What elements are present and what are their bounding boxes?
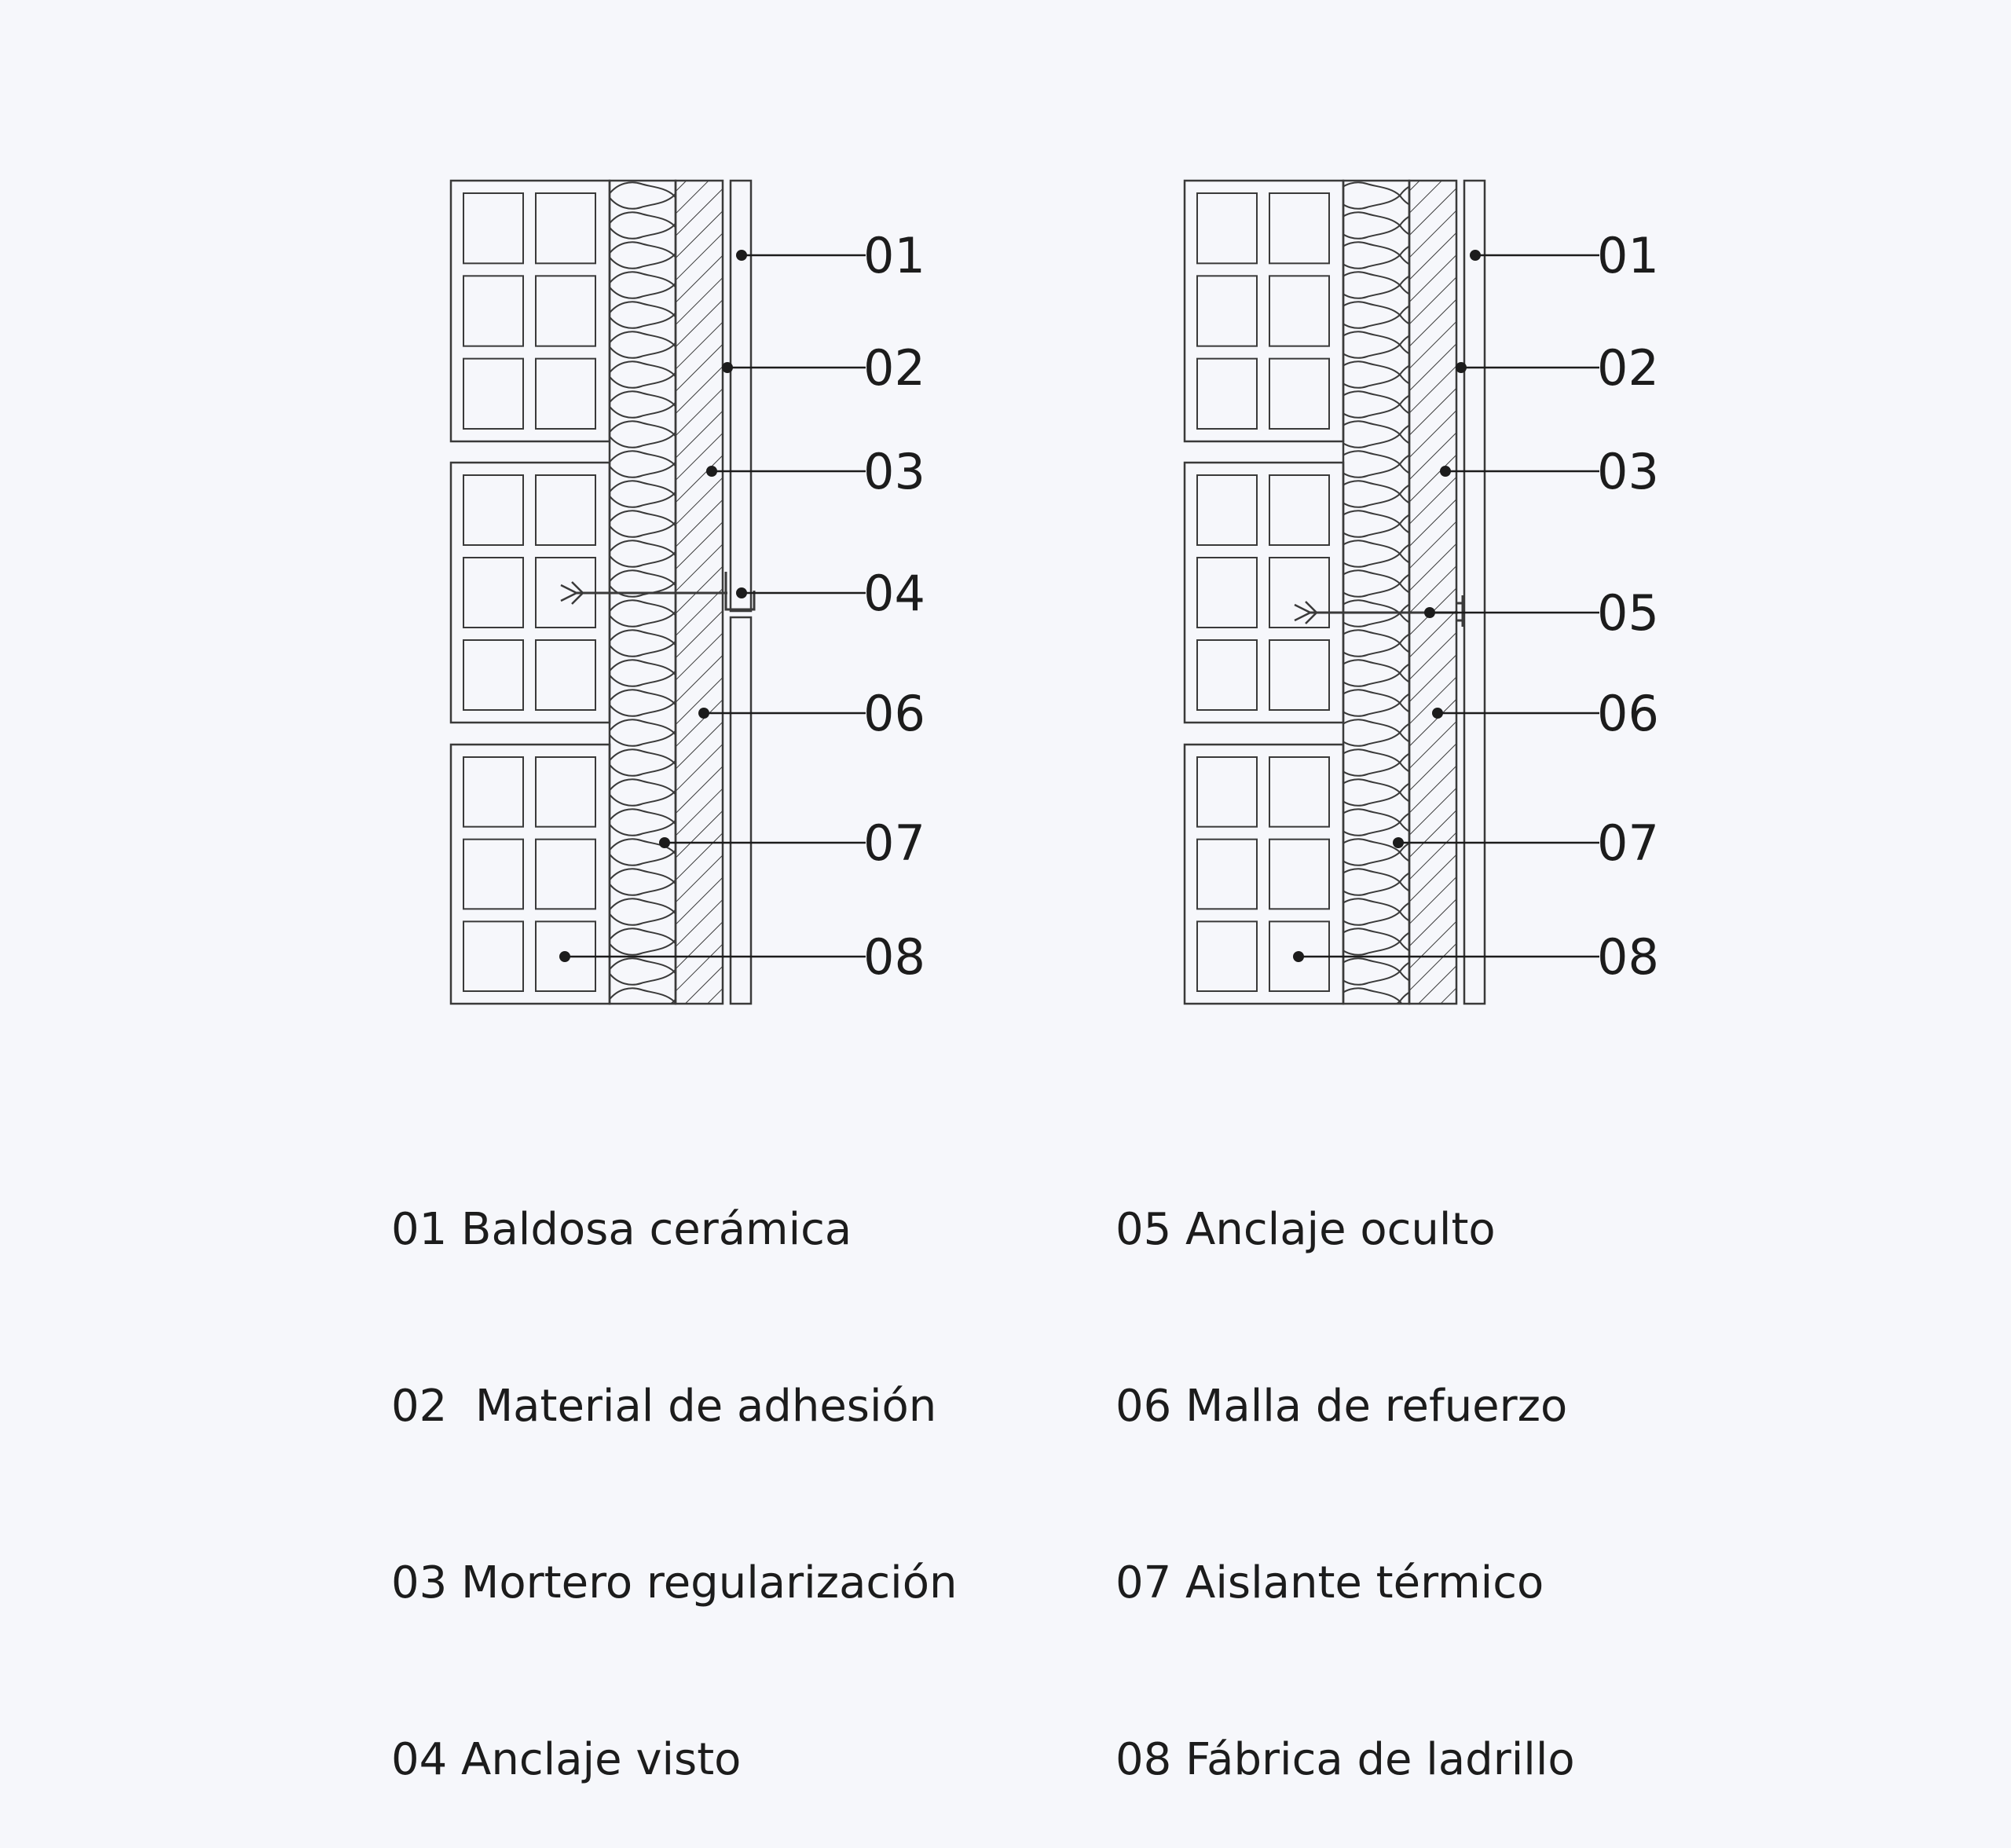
brick-unit — [1183, 461, 1345, 724]
callout-dot — [1456, 362, 1467, 373]
callout-label-08: 08 — [863, 928, 925, 986]
callout-dot — [722, 362, 733, 373]
anchor-plug — [560, 581, 584, 605]
visible-anchor-clip — [724, 572, 756, 611]
brick-cell — [1269, 557, 1330, 628]
callout-label-01: 01 — [1597, 227, 1659, 284]
brick-cell — [535, 474, 596, 546]
brick-cell — [1269, 357, 1330, 430]
legend-right: 05 Anclaje oculto 06 Malla de refuerzo 0… — [1115, 1082, 1575, 1848]
brick-cell — [535, 357, 596, 430]
brick-cell — [1269, 756, 1330, 828]
construction-section-drawing: 01 02 03 04 06 07 08 01 02 03 05 06 07 08 — [449, 179, 1659, 1005]
callout-dot — [1293, 951, 1304, 962]
brick-unit — [449, 743, 611, 1005]
brick-cell — [1196, 192, 1258, 265]
brick-cell — [1269, 275, 1330, 347]
brick-cell — [535, 275, 596, 347]
legend-item-04: 04 Anclaje visto — [391, 1734, 742, 1785]
legend-item-06: 06 Malla de refuerzo — [1115, 1381, 1568, 1432]
wall-section-visible-anchor: 01 02 03 04 06 07 08 — [449, 179, 925, 1005]
callout-label-03: 03 — [1597, 443, 1659, 500]
brick-cell — [463, 357, 524, 430]
callout-dot — [1432, 708, 1443, 719]
ceramic-tile — [1463, 179, 1486, 1005]
legend-item-02: 02 Material de adhesión — [391, 1381, 937, 1432]
brick-cell — [1196, 275, 1258, 347]
brick-cell — [463, 639, 524, 711]
brick-cell — [1196, 639, 1258, 711]
callout-dot — [706, 466, 717, 477]
legend-item-07: 07 Aislante térmico — [1115, 1557, 1544, 1608]
brick-cell — [1196, 756, 1258, 828]
callout-label-07: 07 — [863, 814, 925, 872]
brick-cell — [1196, 557, 1258, 628]
legend-item-08: 08 Fábrica de ladrillo — [1115, 1734, 1575, 1785]
brick-cell — [1196, 920, 1258, 993]
callout-label-07: 07 — [1597, 814, 1659, 872]
callout-dot — [659, 837, 670, 848]
callout-dot — [736, 587, 747, 598]
brick-cell — [1269, 474, 1330, 546]
brick-cell — [463, 756, 524, 828]
callout-label-02: 02 — [1597, 339, 1659, 397]
callout-label-04: 04 — [863, 565, 925, 622]
brick-cell — [1196, 474, 1258, 546]
brick-cell — [535, 838, 596, 910]
legend-item-05: 05 Anclaje oculto — [1115, 1204, 1496, 1255]
brick-cell — [463, 275, 524, 347]
ceramic-tile-upper — [729, 179, 753, 613]
callout-dot — [1470, 250, 1481, 261]
callout-dot — [698, 708, 709, 719]
callout-label-05: 05 — [1597, 584, 1659, 642]
legend-left: 01 Baldosa cerámica 02 Material de adhes… — [391, 1082, 957, 1848]
brick-cell — [463, 838, 524, 910]
brick-cell — [1196, 357, 1258, 430]
callout-dot — [736, 250, 747, 261]
brick-cell — [1196, 838, 1258, 910]
brick-cell — [535, 756, 596, 828]
callout-label-03: 03 — [863, 443, 925, 500]
callout-label-02: 02 — [863, 339, 925, 397]
legend-item-01: 01 Baldosa cerámica — [391, 1204, 852, 1255]
mortar-layer — [1408, 179, 1458, 1005]
brick-cell — [463, 557, 524, 628]
brick-cell — [535, 639, 596, 711]
brick-cell — [463, 192, 524, 265]
brick-cell — [1269, 192, 1330, 265]
brick-unit — [1183, 179, 1345, 443]
legend-item-03: 03 Mortero regularización — [391, 1557, 958, 1608]
callout-label-01: 01 — [863, 227, 925, 284]
callout-label-06: 06 — [863, 685, 925, 742]
callout-dot — [1440, 466, 1451, 477]
brick-cell — [463, 920, 524, 993]
brick-cell — [535, 192, 596, 265]
brick-cell — [463, 474, 524, 546]
brick-cell — [1269, 639, 1330, 711]
callout-label-06: 06 — [1597, 685, 1659, 742]
brick-unit — [449, 179, 611, 443]
brick-cell — [1269, 838, 1330, 910]
callout-label-08: 08 — [1597, 928, 1659, 986]
brick-unit — [1183, 743, 1345, 1005]
anchor-plug — [1294, 601, 1317, 624]
wall-section-hidden-anchor: 01 02 03 05 06 07 08 — [1183, 179, 1659, 1005]
callout-dot — [1393, 837, 1404, 848]
callout-dot — [1424, 607, 1435, 618]
ceramic-tile-lower — [729, 616, 753, 1005]
callout-dot — [559, 951, 570, 962]
insulation-layer — [1342, 179, 1411, 1005]
